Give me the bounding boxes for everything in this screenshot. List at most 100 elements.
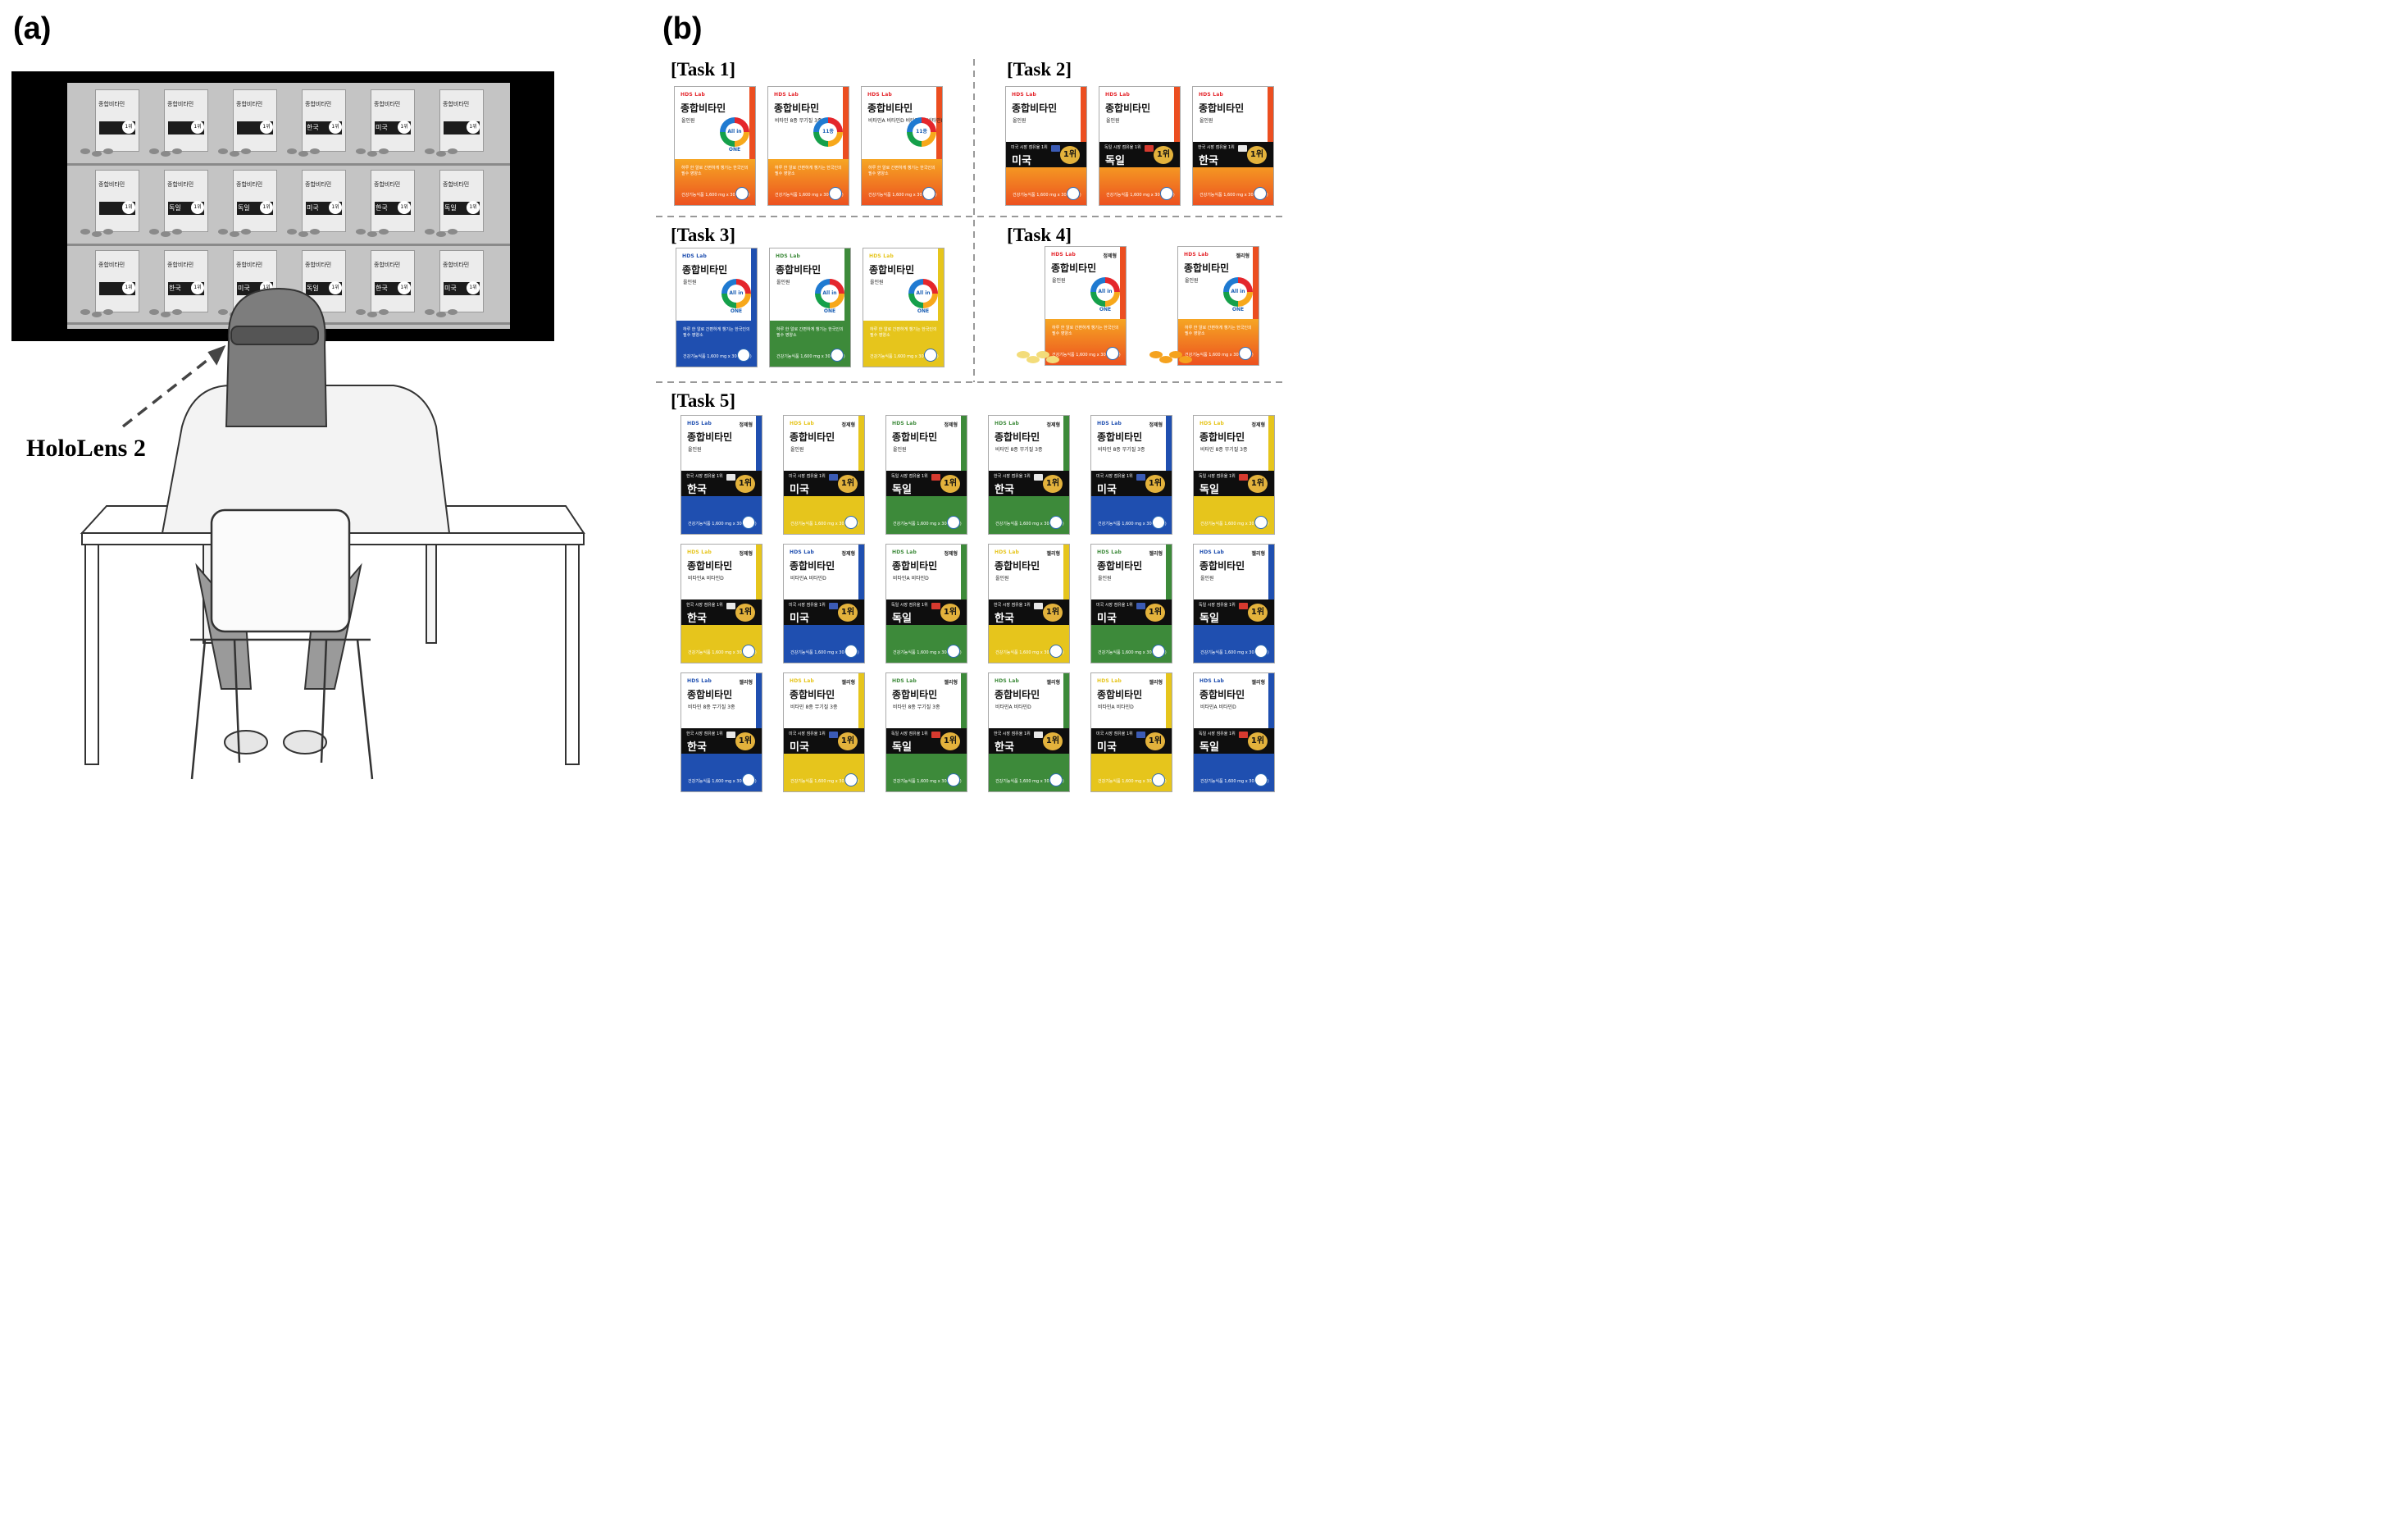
supplement-piece (1026, 356, 1040, 363)
product-type-label: 젤리형 (1251, 680, 1265, 686)
card-accent-strip (936, 87, 942, 159)
certification-seal-icon (1239, 347, 1252, 360)
wall-product-name: 종합비타민 (236, 101, 263, 107)
ranking-caption: 한국 시장 점유율 1위 (994, 474, 1031, 479)
country-label: 미국 (790, 741, 809, 754)
brand-label: HDS Lab (995, 549, 1019, 555)
rank-badge: 1위 (1248, 475, 1268, 493)
product-name: 종합비타민 (1199, 689, 1245, 700)
product-subtitle: 비타민 8종 무기질 3종 (775, 118, 822, 124)
card-accent-strip (749, 87, 755, 159)
tagline: 하루 한 알로 간편하게 챙기는 한국인의 필수 영양소 (870, 327, 937, 338)
wall-pill (161, 231, 171, 237)
rank-badge: 1위 (940, 475, 960, 493)
certification-seal-icon (1254, 187, 1267, 200)
product-subtitle: 올인원 (995, 576, 1009, 581)
wall-product-badge: 1위 (329, 201, 342, 214)
card-accent-strip (1268, 673, 1274, 745)
ring-label: All in ONE (914, 285, 932, 314)
wall-product-name: 종합비타민 (236, 262, 263, 268)
allinone-ring-icon: All in ONE (1090, 277, 1120, 312)
category-label: 건강기능식품 1,600 mg x 30정(48g) (893, 779, 962, 784)
supplement-piece (1179, 356, 1192, 363)
wall-pill (379, 229, 389, 235)
card-accent-strip (938, 248, 944, 321)
wall-product-country: 미국 (238, 285, 250, 292)
ranking-caption: 한국 시장 점유율 1위 (994, 603, 1031, 608)
wall-pill (367, 151, 377, 157)
allinone-ring-icon: All in ONE (1223, 277, 1253, 312)
card-accent-strip (843, 87, 849, 159)
card-accent-strip (858, 673, 864, 745)
product-subtitle: 올인원 (1200, 576, 1214, 581)
task2-label: [Task 2] (1007, 59, 1072, 80)
wall-pill (149, 309, 159, 315)
certification-seal-icon (947, 645, 960, 658)
card-accent-strip (961, 545, 967, 617)
ring-label: All in ONE (821, 285, 839, 314)
card-accent-strip (1166, 416, 1172, 488)
certification-seal-icon (829, 187, 842, 200)
rank-badge: 1위 (735, 732, 755, 750)
wall-product-name: 종합비타민 (305, 262, 332, 268)
product-type-label: 정제형 (739, 422, 753, 428)
flag-icon (829, 603, 838, 609)
product-name: 종합비타민 (776, 264, 822, 276)
panel-b-label: (b) (662, 11, 703, 46)
rank-badge: 1위 (940, 604, 960, 622)
product-subtitle: 올인원 (893, 447, 907, 453)
brand-label: HDS Lab (892, 421, 917, 426)
wall-pill (161, 151, 171, 157)
wall-product-badge: 1위 (467, 201, 480, 214)
wall-pill (218, 148, 228, 154)
product-subtitle: 올인원 (1013, 118, 1026, 124)
category-label: 건강기능식품 1,600 mg x 30정(48g) (790, 779, 859, 784)
certification-seal-icon (1254, 645, 1268, 658)
wall-product-name: 종합비타민 (167, 101, 194, 107)
device-label: HoloLens 2 (26, 435, 146, 462)
category-label: 건강기능식품 1,600 mg x 30정(48g) (776, 354, 845, 359)
certification-seal-icon (844, 516, 858, 529)
wall-pill (218, 229, 228, 235)
wall-product-name: 종합비타민 (374, 181, 401, 188)
supplement-piece (1036, 351, 1049, 358)
flag-icon (1051, 145, 1060, 152)
rank-badge: 1위 (1060, 146, 1080, 164)
tagline: 하루 한 알로 간편하게 챙기는 한국인의 필수 영양소 (868, 166, 935, 176)
product-name: 종합비타민 (1051, 262, 1097, 274)
ranking-caption: 미국 시장 점유율 1위 (1096, 732, 1133, 736)
wall-product-country: 독일 (444, 204, 457, 212)
product-type-label: 젤리형 (1149, 680, 1163, 686)
wall-product-name: 종합비타민 (167, 262, 194, 268)
ranking-caption: 미국 시장 점유율 1위 (789, 603, 826, 608)
brand-label: HDS Lab (1199, 92, 1223, 98)
product-name: 종합비타민 (687, 689, 733, 700)
ranking-caption: 한국 시장 점유율 1위 (686, 732, 723, 736)
allinone-ring-icon: 11종 (907, 117, 936, 147)
product-subtitle: 비타민A 비타민D (688, 576, 724, 581)
category-label: 건강기능식품 1,600 mg x 30정(48g) (1200, 650, 1269, 655)
wall-product-badge: 1위 (122, 281, 135, 294)
product-type-label: 정제형 (841, 551, 855, 557)
product-name: 종합비타민 (1199, 560, 1245, 572)
ring-label: 11종 (819, 123, 837, 141)
wall-pill (356, 148, 366, 154)
category-label: 건강기능식품 1,600 mg x 30정(48g) (893, 650, 962, 655)
brand-label: HDS Lab (1184, 252, 1209, 258)
brand-label: HDS Lab (1012, 92, 1036, 98)
wall-product-name: 종합비타민 (374, 262, 401, 268)
product-type-label: 정제형 (944, 551, 958, 557)
product-name: 종합비타민 (687, 560, 733, 572)
ranking-caption: 미국 시장 점유율 1위 (1096, 474, 1133, 479)
flag-icon (726, 474, 735, 481)
